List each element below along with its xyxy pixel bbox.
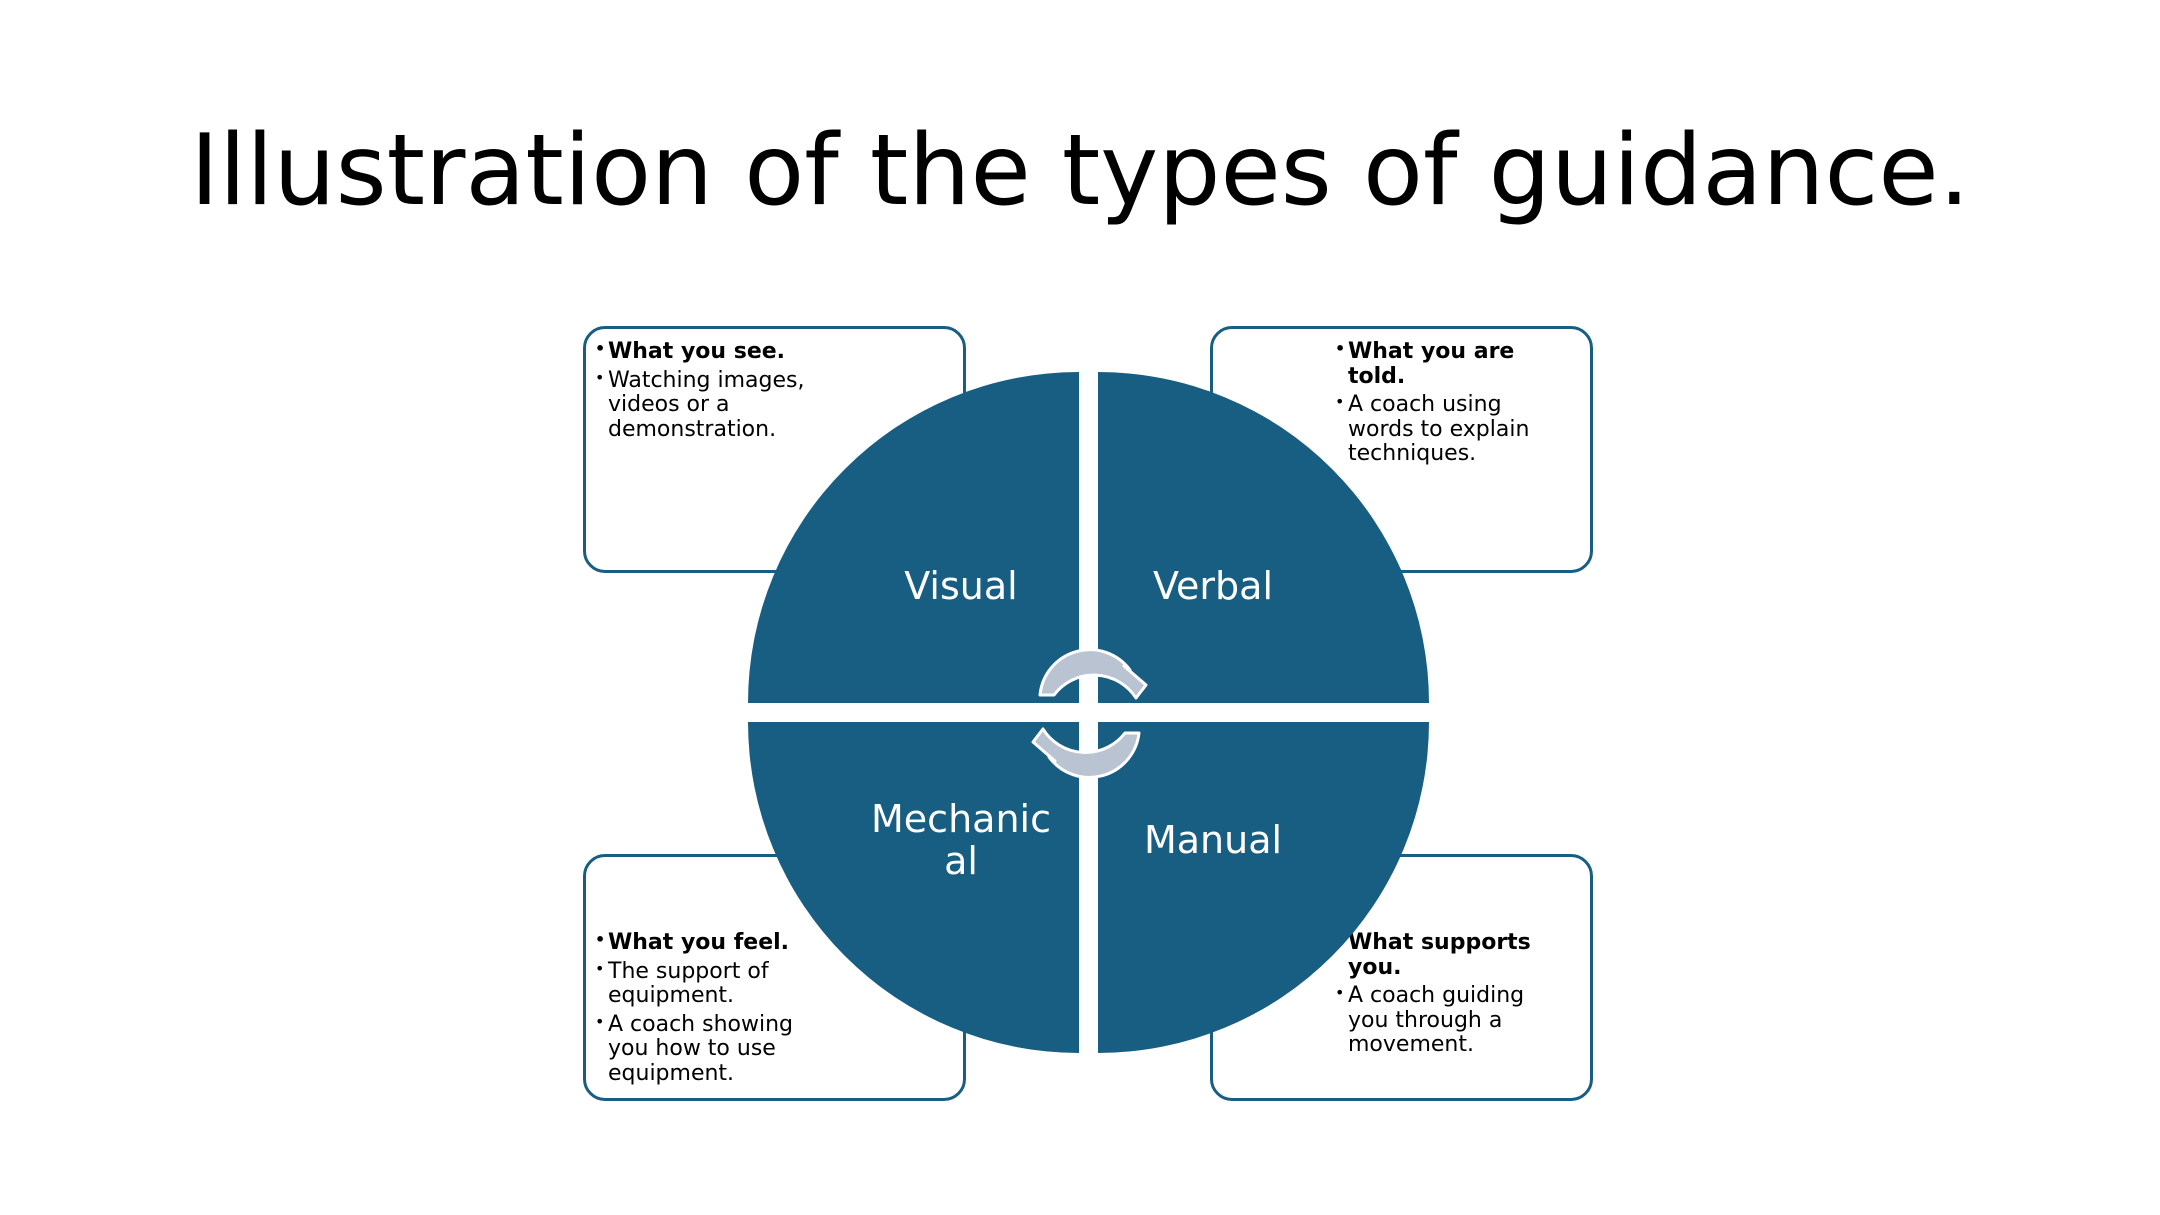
mechanical-label-line1: Mechanic — [871, 797, 1051, 841]
manual-quadrant — [1098, 722, 1429, 1053]
slide-title: Illustration of the types of guidance. — [190, 114, 1970, 228]
bullet-item: •What you see. — [595, 339, 786, 364]
verbal-description-text: •What you are told. •A coach using words… — [1335, 339, 1550, 471]
mechanical-heading: What you feel. — [608, 930, 790, 955]
bullet-item: •What you are told. — [1335, 339, 1515, 389]
bullet-item: •What you feel. — [595, 930, 790, 955]
bullet-item: •A coach guiding you through a movement. — [1335, 983, 1525, 1057]
visual-item: Watching images, videos or a demonstrati… — [608, 367, 805, 442]
visual-label: Visual — [904, 564, 1017, 608]
verbal-label: Verbal — [1153, 564, 1273, 608]
verbal-heading: What you are told. — [1348, 339, 1515, 389]
mechanical-description-text: •What you feel. •The support of equipmen… — [595, 930, 825, 1090]
manual-item: A coach guiding you through a movement. — [1348, 983, 1525, 1057]
bullet-item: •The support of equipment. — [595, 958, 769, 1008]
verbal-item: A coach using words to explain technique… — [1348, 392, 1530, 466]
cycle-arrow-icon — [1038, 648, 1148, 700]
mechanical-label-line2: al — [944, 839, 978, 883]
bullet-item: •A coach showing you how to use equipmen… — [595, 1011, 793, 1086]
mechanical-quadrant — [748, 722, 1079, 1053]
visual-quadrant — [748, 372, 1079, 703]
cycle-arrow-icon — [1031, 727, 1141, 779]
manual-description-text: What supports you. •A coach guiding you … — [1335, 930, 1550, 1062]
visual-description-text: •What you see. •Watching images, videos … — [595, 339, 825, 446]
visual-heading: What you see. — [608, 339, 786, 364]
bullet-item: •A coach using words to explain techniqu… — [1335, 392, 1530, 466]
manual-label: Manual — [1144, 818, 1282, 862]
verbal-quadrant — [1098, 372, 1429, 703]
mechanical-item-1: The support of equipment. — [608, 958, 769, 1008]
mechanical-item-2: A coach showing you how to use equipment… — [608, 1011, 793, 1086]
bullet-item: What supports you. — [1335, 930, 1550, 980]
bullet-item: •Watching images, videos or a demonstrat… — [595, 367, 805, 442]
manual-heading: What supports you. — [1348, 930, 1531, 980]
